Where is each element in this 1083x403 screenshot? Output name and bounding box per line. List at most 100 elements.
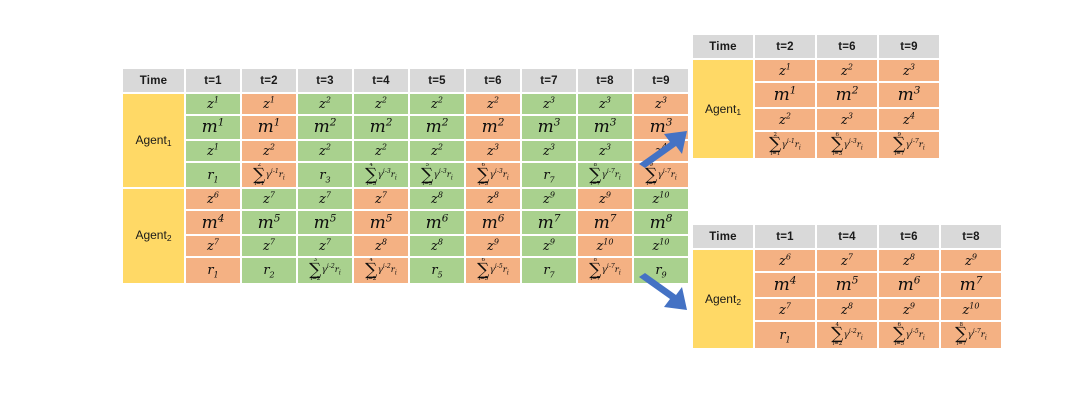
a2-cell-2-t4-z-bottom[interactable]: z8 bbox=[816, 298, 878, 321]
main-cell-2-t6-z-top[interactable]: z8 bbox=[465, 188, 521, 211]
main-cell-2-t2-reward[interactable]: r2 bbox=[241, 257, 297, 284]
main-cell-1-t2-z-bottom[interactable]: z2 bbox=[241, 140, 297, 162]
main-cell-2-t7-reward[interactable]: r7 bbox=[521, 257, 577, 284]
main-cell-2-t1-z-top[interactable]: z6 bbox=[185, 188, 241, 211]
a1-cell-1-t2-m[interactable]: m1 bbox=[754, 82, 816, 108]
main-cell-1-t8-m[interactable]: m3 bbox=[577, 115, 633, 140]
main-cell-2-t3-z-bottom[interactable]: z7 bbox=[297, 235, 353, 258]
a2-cell-2-t4-m[interactable]: m5 bbox=[816, 272, 878, 298]
a1-column-header-t2[interactable]: t=2 bbox=[754, 34, 816, 59]
main-cell-2-t7-m[interactable]: m7 bbox=[521, 210, 577, 236]
main-cell-1-t4-z-top[interactable]: z2 bbox=[353, 93, 409, 115]
a2-cell-2-t1-reward[interactable]: r1 bbox=[754, 321, 816, 349]
a1-column-header-t9[interactable]: t=9 bbox=[878, 34, 940, 59]
main-cell-1-t2-m[interactable]: m1 bbox=[241, 115, 297, 140]
a2-column-header-t8[interactable]: t=8 bbox=[940, 224, 1002, 249]
main-cell-2-t8-z-bottom[interactable]: z10 bbox=[577, 235, 633, 258]
main-cell-2-t5-z-bottom[interactable]: z8 bbox=[409, 235, 465, 258]
main-column-header-t4[interactable]: t=4 bbox=[353, 68, 409, 93]
main-cell-2-t6-z-bottom[interactable]: z9 bbox=[465, 235, 521, 258]
main-column-header-t8[interactable]: t=8 bbox=[577, 68, 633, 93]
a2-cell-2-t4-z-top[interactable]: z7 bbox=[816, 249, 878, 272]
main-cell-1-t8-z-top[interactable]: z3 bbox=[577, 93, 633, 115]
a2-cell-2-t6-m[interactable]: m6 bbox=[878, 272, 940, 298]
a1-cell-1-t9-m[interactable]: m3 bbox=[878, 82, 940, 108]
a2-cell-2-t1-z-top[interactable]: z6 bbox=[754, 249, 816, 272]
main-column-header-t5[interactable]: t=5 bbox=[409, 68, 465, 93]
main-cell-1-t7-m[interactable]: m3 bbox=[521, 115, 577, 140]
a2-column-header-t1[interactable]: t=1 bbox=[754, 224, 816, 249]
main-cell-1-t6-z-bottom[interactable]: z3 bbox=[465, 140, 521, 162]
a2-cell-2-t8-z-bottom[interactable]: z10 bbox=[940, 298, 1002, 321]
main-cell-2-t4-z-bottom[interactable]: z8 bbox=[353, 235, 409, 258]
a1-cell-1-t6-z-top[interactable]: z2 bbox=[816, 59, 878, 82]
main-cell-2-t2-z-bottom[interactable]: z7 bbox=[241, 235, 297, 258]
main-cell-2-t8-z-top[interactable]: z9 bbox=[577, 188, 633, 211]
main-cell-2-t5-reward[interactable]: r5 bbox=[409, 257, 465, 284]
main-cell-1-t5-m[interactable]: m2 bbox=[409, 115, 465, 140]
main-cell-1-t1-m[interactable]: m1 bbox=[185, 115, 241, 140]
main-cell-1-t8-z-bottom[interactable]: z3 bbox=[577, 140, 633, 162]
main-cell-1-t3-reward[interactable]: r3 bbox=[297, 162, 353, 189]
main-cell-2-t7-z-bottom[interactable]: z9 bbox=[521, 235, 577, 258]
main-cell-2-t2-z-top[interactable]: z7 bbox=[241, 188, 297, 211]
main-column-header-t6[interactable]: t=6 bbox=[465, 68, 521, 93]
a2-column-header-t6[interactable]: t=6 bbox=[878, 224, 940, 249]
main-cell-2-t1-reward[interactable]: r1 bbox=[185, 257, 241, 284]
a2-cell-2-t1-m[interactable]: m4 bbox=[754, 272, 816, 298]
main-cell-1-t3-z-bottom[interactable]: z2 bbox=[297, 140, 353, 162]
main-cell-2-t1-z-bottom[interactable]: z7 bbox=[185, 235, 241, 258]
a2-cell-2-t1-z-bottom[interactable]: z7 bbox=[754, 298, 816, 321]
main-cell-1-t2-z-top[interactable]: z1 bbox=[241, 93, 297, 115]
main-cell-2-t3-m[interactable]: m5 bbox=[297, 210, 353, 236]
main-column-header-t9[interactable]: t=9 bbox=[633, 68, 689, 93]
main-cell-2-t9-m[interactable]: m8 bbox=[633, 210, 689, 236]
main-cell-1-t3-m[interactable]: m2 bbox=[297, 115, 353, 140]
main-cell-1-t1-z-top[interactable]: z1 bbox=[185, 93, 241, 115]
main-cell-1-t6-m[interactable]: m2 bbox=[465, 115, 521, 140]
a2-cell-2-t6-z-bottom[interactable]: z9 bbox=[878, 298, 940, 321]
main-cell-2-t2-m[interactable]: m5 bbox=[241, 210, 297, 236]
main-column-header-t1[interactable]: t=1 bbox=[185, 68, 241, 93]
main-cell-1-t7-z-top[interactable]: z3 bbox=[521, 93, 577, 115]
a2-cell-2-t8-m[interactable]: m7 bbox=[940, 272, 1002, 298]
main-cell-1-t4-z-bottom[interactable]: z2 bbox=[353, 140, 409, 162]
main-cell-1-t4-m[interactable]: m2 bbox=[353, 115, 409, 140]
main-cell-2-t7-z-top[interactable]: z9 bbox=[521, 188, 577, 211]
main-cell-2-t4-z-top[interactable]: z7 bbox=[353, 188, 409, 211]
a1-cell-1-t6-m[interactable]: m2 bbox=[816, 82, 878, 108]
main-column-header-t7[interactable]: t=7 bbox=[521, 68, 577, 93]
a1-cell-1-t2-z-bottom[interactable]: z2 bbox=[754, 108, 816, 131]
main-cell-2-t4-m[interactable]: m5 bbox=[353, 210, 409, 236]
a1-cell-1-t2-z-top[interactable]: z1 bbox=[754, 59, 816, 82]
a1-column-header-t6[interactable]: t=6 bbox=[816, 34, 878, 59]
main-cell-1-t7-z-bottom[interactable]: z3 bbox=[521, 140, 577, 162]
main-cell-1-t5-z-top[interactable]: z2 bbox=[409, 93, 465, 115]
a2-cell-2-t8-z-top[interactable]: z9 bbox=[940, 249, 1002, 272]
main-cell-1-t6-z-top[interactable]: z2 bbox=[465, 93, 521, 115]
main-cell-1-t9-m[interactable]: m3 bbox=[633, 115, 689, 140]
main-cell-1-t9-z-top[interactable]: z3 bbox=[633, 93, 689, 115]
main-column-header-t2[interactable]: t=2 bbox=[241, 68, 297, 93]
main-cell-1-t1-reward[interactable]: r1 bbox=[185, 162, 241, 189]
main-cell-1-t7-reward[interactable]: r7 bbox=[521, 162, 577, 189]
main-cell-2-t5-m[interactable]: m6 bbox=[409, 210, 465, 236]
main-cell-2-t9-z-bottom[interactable]: z10 bbox=[633, 235, 689, 258]
a2-cell-2-t6-z-top[interactable]: z8 bbox=[878, 249, 940, 272]
main-cell-2-t6-m[interactable]: m6 bbox=[465, 210, 521, 236]
a2-column-header-t4[interactable]: t=4 bbox=[816, 224, 878, 249]
